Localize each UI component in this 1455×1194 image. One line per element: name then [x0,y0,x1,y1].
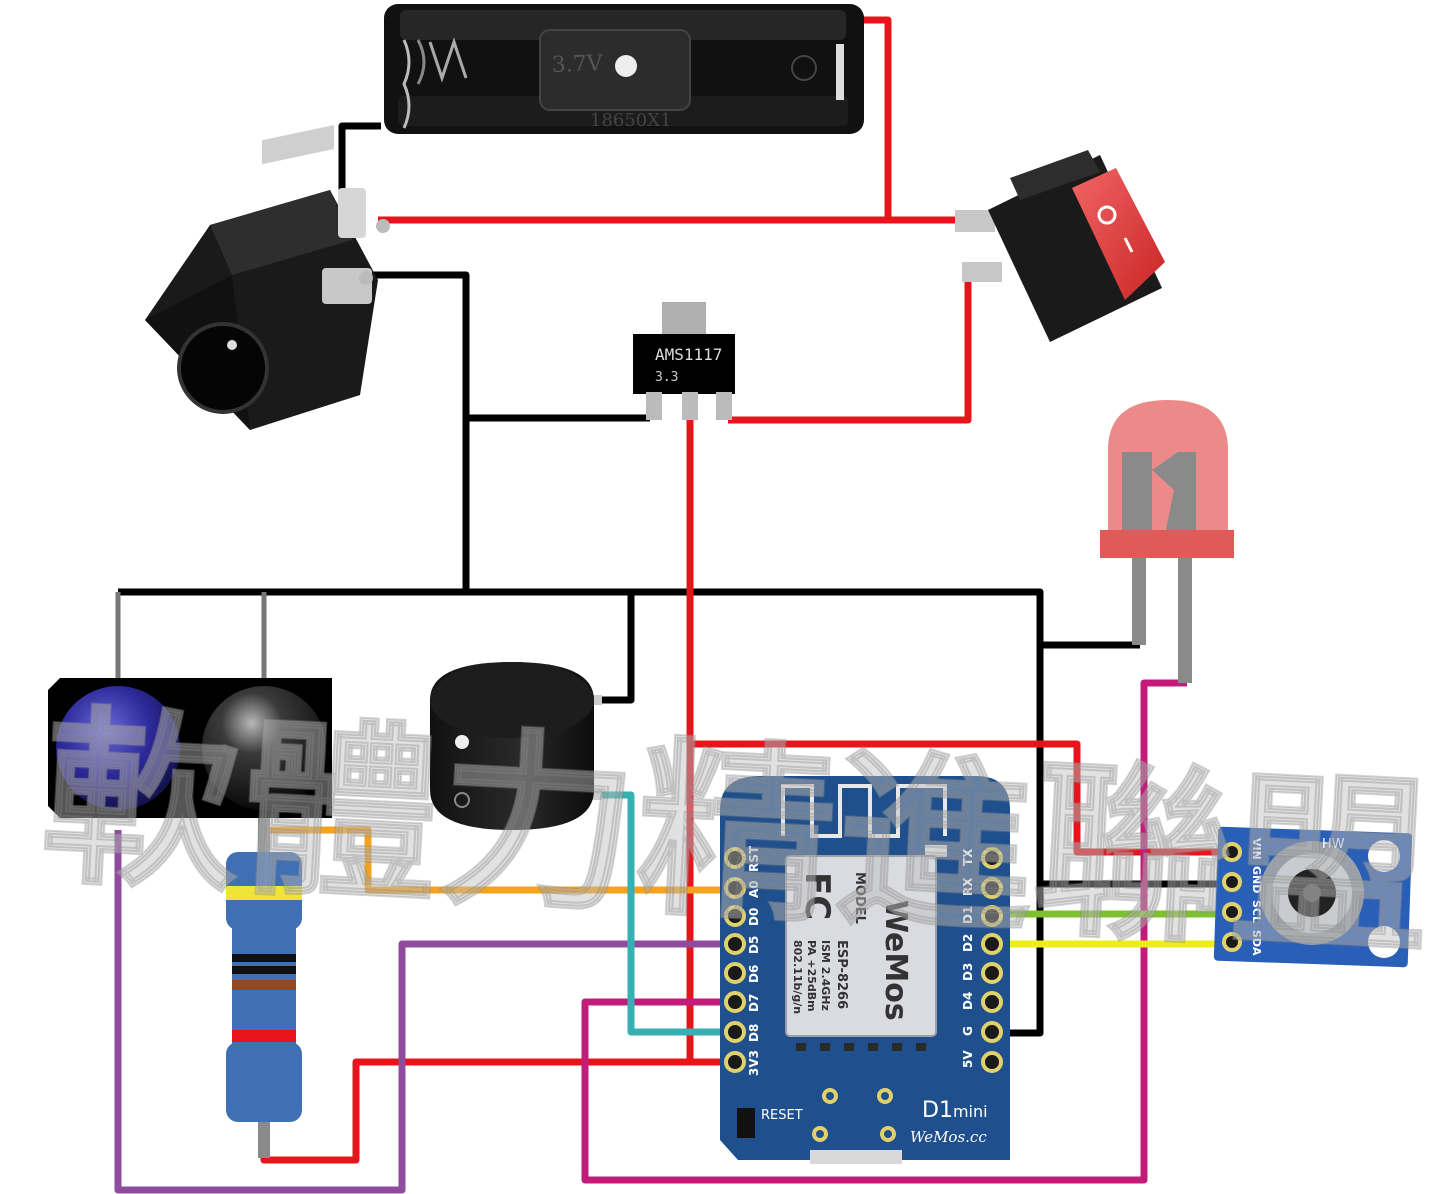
d1-pin-d4: D4 [961,992,975,1010]
shield-standard: 802.11b/g/n [791,940,804,1014]
sensor-mark: HW [1322,837,1345,852]
shield-power: PA +25dBm [805,940,818,1012]
d1-pin-g: G [961,1026,975,1036]
d1-pin-d3: D3 [961,963,975,981]
board-website: WeMos.cc [910,1128,987,1146]
wire-switch-to-reg [728,278,972,424]
fcc-mark: FC [797,872,837,920]
battery-model-label: 18650X1 [590,110,672,131]
shield-chip: ESP-8266 [834,940,849,1009]
reset-label: RESET [761,1108,803,1123]
wire-battery-plus [862,16,892,218]
wire-3v3-sensor [690,740,1235,856]
voltage-regulator: AMS1117 3.3 [633,302,735,420]
power-switch [955,150,1165,342]
wire-battery-minus [338,122,381,190]
dc-jack [145,125,390,430]
wire-ground-bus [118,588,1044,1037]
wire-d5 [114,830,730,1194]
d1-pin-d1: D1 [961,906,975,924]
sensor-pin-vin: VIN [1250,838,1263,860]
d1-pin-d6: D6 [747,965,761,983]
shield-model: MODEL [852,872,867,924]
board-name: D1mini [922,1098,988,1123]
sensor-pin-gnd: GND [1250,866,1263,893]
d1-pin-5v: 5V [961,1050,975,1068]
ir-temperature-sensor: VIN GND SCL SDA HW [1213,826,1413,968]
d1-pin-d7: D7 [747,994,761,1012]
wire-3v3-resistor [260,1058,690,1164]
d1-pin-a0: A0 [747,880,761,898]
wires [114,16,1235,1194]
d1-pin-d5: D5 [747,936,761,954]
led [1100,400,1234,683]
ir-sensor-pair [48,678,332,818]
wire-d8 [600,791,730,1036]
resistor [226,818,302,1158]
d1mini-board: RST A0 D0 D5 D6 D7 D8 3V3 TX RX D1 D2 D3… [720,776,1010,1164]
wire-d7 [581,679,1187,1184]
d1-pin-3v3: 3V3 [747,1050,761,1076]
sensor-pin-scl: SCL [1250,900,1263,923]
d1-pin-rx: RX [961,877,975,896]
battery-voltage-label: 3.7V [551,51,604,78]
shield-band: ISM 2.4GHz [819,940,832,1011]
d1-pin-d2: D2 [961,934,975,952]
buzzer [430,662,602,830]
battery-holder: 3.7V 18650X1 [384,4,864,134]
regulator-output: 3.3 [655,370,678,385]
wire-jack-ground [372,271,470,590]
sensor-pin-sda: SDA [1250,930,1263,956]
d1-pin-rst: RST [747,845,761,872]
wemos-logo: WeMos [878,900,913,1021]
regulator-model: AMS1117 [655,345,722,364]
wire-a0 [264,826,730,894]
d1-pin-d8: D8 [747,1024,761,1042]
wire-ground-buzzer [600,592,635,704]
d1-pin-tx: TX [961,848,975,866]
d1-pin-d0: D0 [747,908,761,926]
